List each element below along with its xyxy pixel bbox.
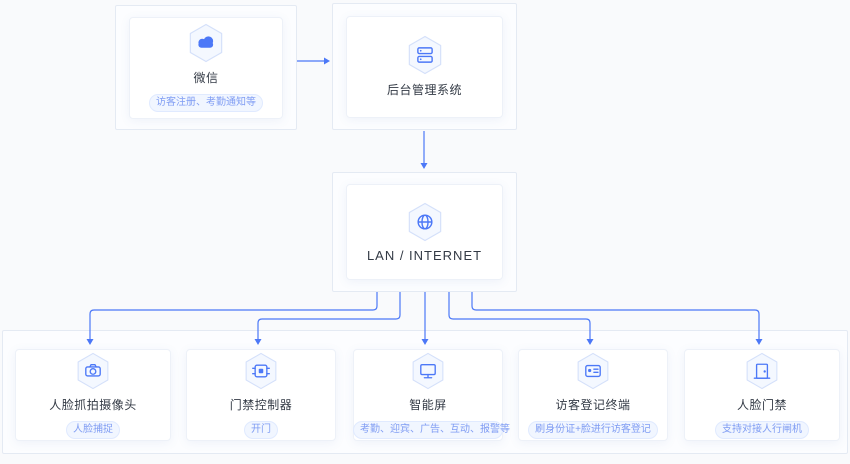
device-subtitle: 人脸捕捉 — [66, 420, 120, 439]
backend-title: 后台管理系统 — [386, 83, 462, 97]
lan-title: LAN / INTERNET — [366, 247, 483, 263]
screen-icon — [412, 352, 444, 389]
cloud-icon — [189, 23, 223, 63]
device-title: 人脸抓拍摄像头 — [49, 397, 137, 412]
wechat-title: 微信 — [193, 71, 219, 85]
device-node-camera: 人脸抓拍摄像头 人脸捕捉 — [15, 349, 171, 441]
camera-icon — [77, 352, 109, 389]
backend-node: 后台管理系统 — [346, 15, 503, 118]
device-node-terminal: 访客登记终端 刷身份证+脸进行访客登记 — [518, 349, 668, 441]
device-node-controller: 门禁控制器 开门 — [186, 349, 336, 441]
lan-group: LAN / INTERNET — [332, 172, 517, 292]
globe-icon — [408, 202, 441, 241]
devices-group: 人脸抓拍摄像头 人脸捕捉 门禁控制器 开门 — [2, 330, 848, 454]
device-title: 访客登记终端 — [555, 397, 631, 412]
lan-node: LAN / INTERNET — [346, 184, 503, 280]
wechat-group: 微信 访客注册、考勤通知等 — [115, 5, 297, 130]
device-node-gate: 人脸门禁 支持对接人行闸机 — [684, 349, 840, 441]
device-node-screen: 智能屏 考勤、迎宾、广告、互动、报警等 — [353, 349, 510, 441]
device-title: 智能屏 — [409, 397, 447, 412]
device-subtitle: 刷身份证+脸进行访客登记 — [528, 420, 658, 439]
device-title: 人脸门禁 — [736, 397, 787, 412]
device-title: 门禁控制器 — [229, 397, 293, 412]
controller-icon — [245, 352, 277, 389]
wechat-node: 微信 访客注册、考勤通知等 — [129, 16, 283, 119]
device-subtitle: 考勤、迎宾、广告、互动、报警等 — [353, 420, 510, 439]
device-subtitle: 支持对接人行闸机 — [715, 420, 809, 439]
terminal-icon — [577, 352, 609, 389]
gate-icon — [746, 352, 778, 389]
server-icon — [408, 35, 441, 75]
backend-group: 后台管理系统 — [332, 3, 517, 130]
wechat-subtitle: 访客注册、考勤通知等 — [149, 94, 263, 112]
device-subtitle: 开门 — [244, 420, 278, 439]
